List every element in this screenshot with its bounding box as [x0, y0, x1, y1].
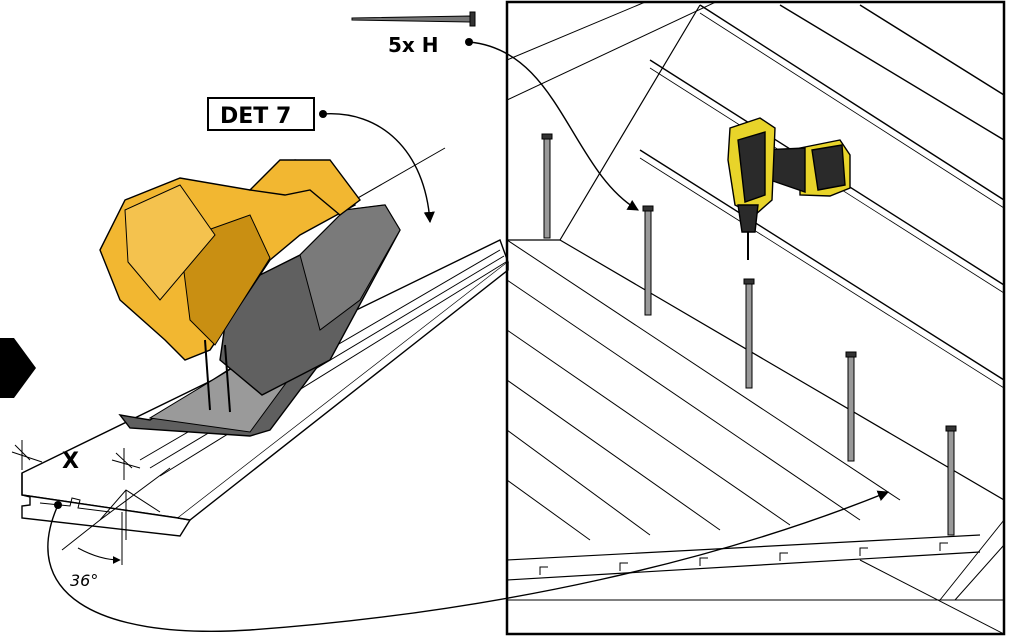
installed-screws — [541, 133, 957, 536]
inset-frame — [505, 0, 1006, 636]
screw-icon — [351, 11, 476, 27]
arrow-right-icon — [0, 338, 36, 398]
angle-label: 36° — [70, 571, 98, 590]
screw-count-label: 5x H — [388, 33, 439, 57]
detail-ref-box — [207, 97, 315, 131]
circular-saw-icon — [99, 159, 401, 437]
angle-marker — [61, 512, 123, 565]
callout-arrow-saw — [322, 113, 435, 224]
inset-panel — [505, 0, 1006, 636]
callout-arrow-screw — [468, 41, 639, 211]
dimension-x-label: X — [62, 449, 79, 474]
dimension-x — [11, 440, 141, 480]
callout-arrow-profile — [47, 490, 890, 632]
cordless-drill-icon — [727, 117, 851, 260]
detail-ref-label: DET 7 — [220, 104, 291, 129]
cut-mark — [99, 467, 171, 540]
